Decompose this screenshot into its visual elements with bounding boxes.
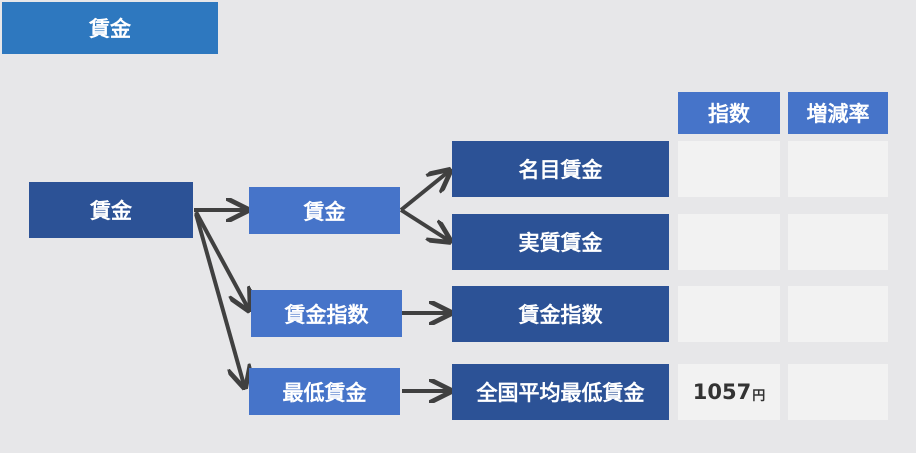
cell-minwage-change — [788, 364, 888, 420]
node-wage-index: 賃金指数 — [452, 286, 669, 342]
node-national-avg-min-wage: 全国平均最低賃金 — [452, 364, 669, 420]
cell-wageindex-change — [788, 286, 888, 342]
node-wage: 賃金 — [249, 187, 400, 234]
node-wage-root: 賃金 — [29, 182, 193, 238]
arrow-wage-to-real — [399, 208, 448, 240]
cell-minwage-index: 1057 円 — [678, 364, 780, 420]
column-header-change-rate: 増減率 — [788, 92, 888, 134]
arrow-root-to-min-wage — [194, 213, 244, 385]
node-min-wage: 最低賃金 — [249, 368, 400, 415]
cell-nominal-change — [788, 141, 888, 197]
min-wage-value: 1057 — [692, 380, 752, 404]
cell-wageindex-index — [678, 286, 780, 342]
node-nominal-wage: 名目賃金 — [452, 141, 669, 197]
node-wage-index-mid: 賃金指数 — [251, 290, 402, 337]
node-real-wage: 実質賃金 — [452, 214, 669, 270]
arrow-root-to-wage-index — [194, 211, 248, 308]
page-title: 賃金 — [2, 2, 218, 54]
column-header-index: 指数 — [678, 92, 780, 134]
cell-real-change — [788, 214, 888, 270]
min-wage-unit: 円 — [752, 389, 766, 404]
arrow-wage-to-nominal — [399, 172, 448, 212]
cell-real-index — [678, 214, 780, 270]
cell-nominal-index — [678, 141, 780, 197]
